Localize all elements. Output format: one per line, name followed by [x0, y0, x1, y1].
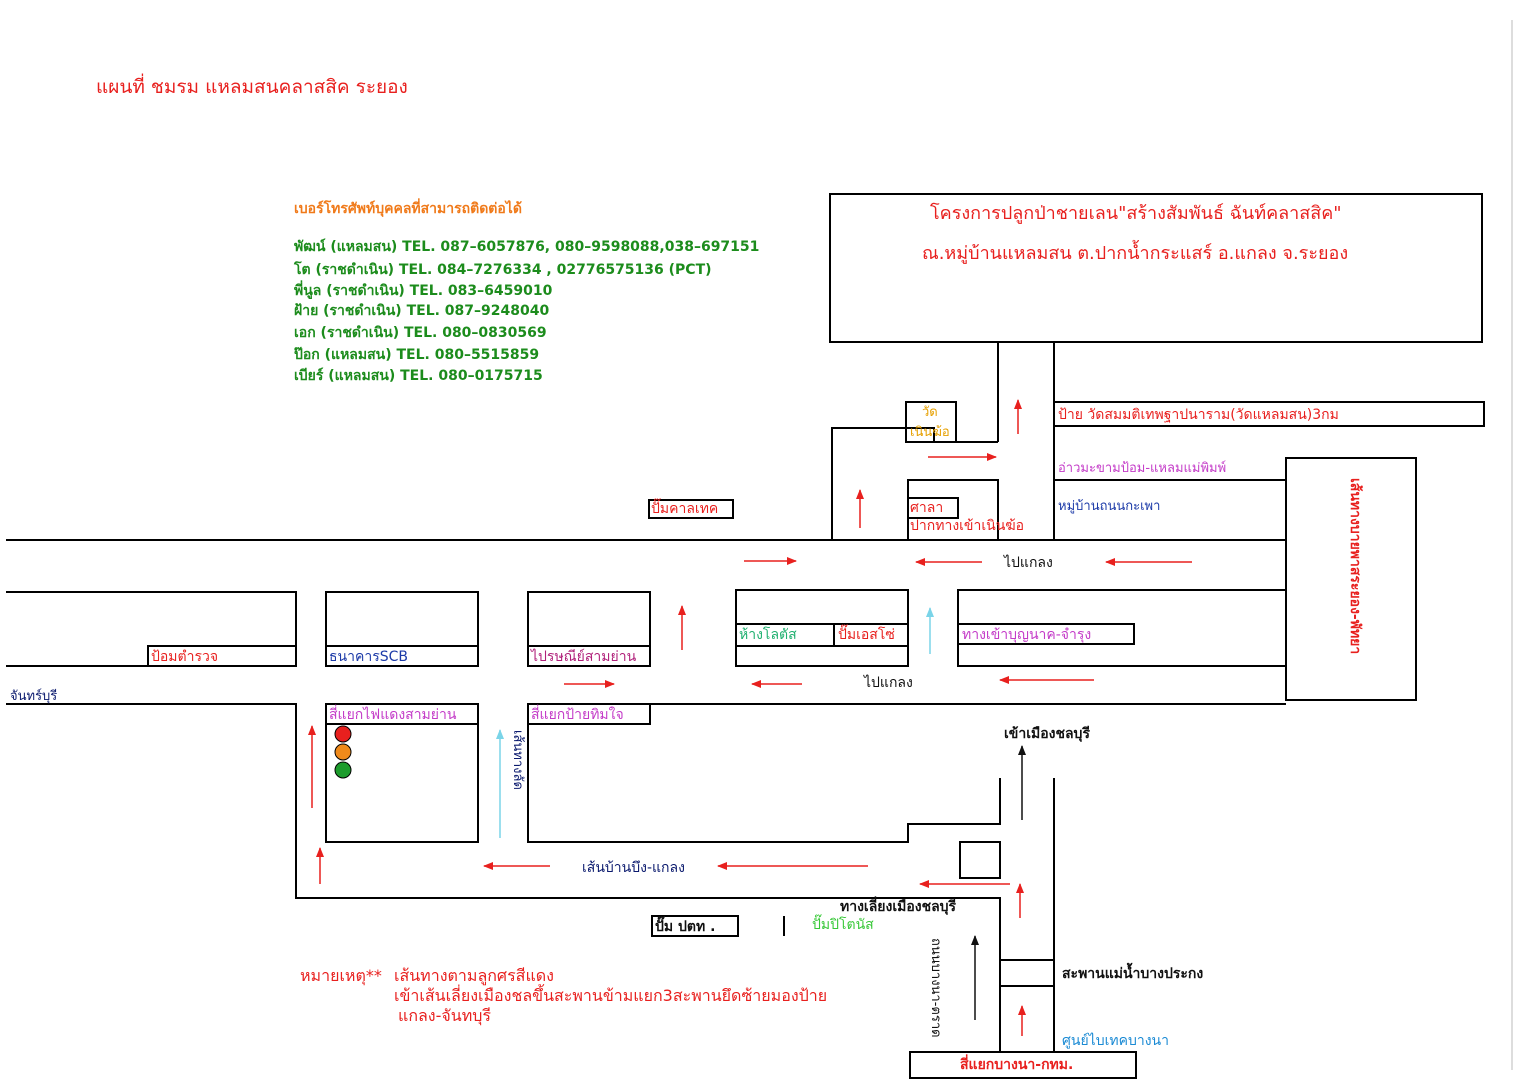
contact-line: พัฒน์ (แหลมสน) TEL. 087–6057876, 080–959… [294, 239, 760, 255]
label-bangna-trad: ถนนบางนา-ตราด [928, 938, 943, 1038]
label-biotech: ศูนย์ไบเทคบางนา [1062, 1033, 1169, 1049]
note-line: แกลง-จันทบุรี [398, 1006, 491, 1025]
black-arrows [971, 745, 1026, 1020]
label-to-klaeng: ไปแกลง [1004, 555, 1053, 571]
label-ptt: ปั๊ม ปตท . [655, 919, 716, 935]
note-prefix: หมายเหตุ** [300, 966, 382, 985]
map-title: แผนที่ ชมรม แหลมสนคลาสสิค ระยอง [96, 76, 408, 98]
label-bypass-chonburi: ทางเลี่ยงเมืองชลบุรี [840, 899, 957, 915]
label-bypass: เส้นทางบายพาสระยอง-พัทยา [1347, 478, 1363, 655]
label-bridge: สะพานแม่น้ำบางประกง [1062, 966, 1204, 982]
label-esso: ปั๊มเอสโซ่ [838, 627, 895, 643]
caltex-box [648, 499, 734, 519]
label-sala: ศาลา [910, 500, 944, 516]
label-village: หมู่บ้านถนนกะเพา [1058, 499, 1161, 514]
note-line: เข้าเส้นเลี่ยงเมืองชลขึ้นสะพานข้ามแยก3สะ… [394, 986, 828, 1005]
note-line: เส้นทางตามลูกศรสีแดง [394, 966, 554, 985]
label-wat: วัด [922, 405, 938, 420]
side-arrows [496, 607, 934, 838]
label-post-office: ไปรษณีย์สามย่าน [531, 649, 637, 665]
label-noen-kho-entrance: ปากทางเข้าเนินฆ้อ [910, 518, 1025, 534]
label-petronas: ปั๊มปิโตนัส [812, 917, 874, 933]
contacts-heading: เบอร์โทรศัพท์บุคคลที่สามารถติดต่อได้ [294, 201, 522, 217]
traffic-light [334, 725, 352, 779]
contact-line: พี่นูล (ราชดำเนิน) TEL. 083–6459010 [294, 283, 553, 299]
label-local-road: เส้นทางลัด [510, 730, 525, 790]
label-ao-road: อ่าวมะขามป้อม-แหลมแม่พิมพ์ [1058, 461, 1227, 476]
label-police: ป้อมตำรวจ [151, 649, 219, 665]
label-boonnak: ทางเข้าบุญนาค-จำรุง [962, 627, 1092, 643]
label-samyan-light: สี่แยกไฟแดงสามย่าน [329, 707, 457, 723]
label-bangna-junction: สี่แยกบางนา-กทม. [960, 1057, 1074, 1073]
label-to-chonburi: เข้าเมืองชลบุรี [1004, 726, 1090, 742]
contact-line: ฝ้าย (ราชดำเนิน) TEL. 087–9248040 [294, 303, 550, 319]
road-lines [6, 20, 1513, 1079]
label-scb: ธนาคารSCB [329, 649, 408, 665]
label-lotus: ห้างโลตัส [739, 627, 797, 643]
contact-line: โต (ราชดำเนิน) TEL. 084–7276334 , 027765… [294, 262, 712, 278]
project-location: ณ.หมู่บ้านแหลมสน ต.ปากน้ำกระแสร์ อ.แกลง … [922, 243, 1349, 264]
contact-line: ป๊อก (แหลมสน) TEL. 080–5515859 [294, 347, 540, 363]
route-arrows [308, 399, 1192, 1036]
label-caltex: ปั๊มคาลเทค [651, 501, 719, 517]
label-temple-sign: ป้าย วัดสมมติเทพฐาปนาราม(วัดแหลมสน)3กม [1058, 407, 1339, 423]
label-thimjai: สี่แยกป้ายทิมใจ [531, 707, 624, 723]
label-ban-bueng: เส้นบ้านบึง-แกลง [582, 860, 685, 876]
label-wat-name: เนินฆ้อ [910, 425, 950, 440]
contact-line: เบียร์ (แหลมสน) TEL. 080–0175715 [294, 368, 543, 384]
label-chanthaburi: จันทร์บุรี [10, 689, 58, 704]
label-to-klaeng: ไปแกลง [864, 675, 913, 691]
project-title: โครงการปลูกป่าชายเลน"สร้างสัมพันธ์ ฉันท์… [930, 203, 1342, 224]
contact-line: เอก (ราชดำเนิน) TEL. 080–0830569 [294, 325, 547, 341]
